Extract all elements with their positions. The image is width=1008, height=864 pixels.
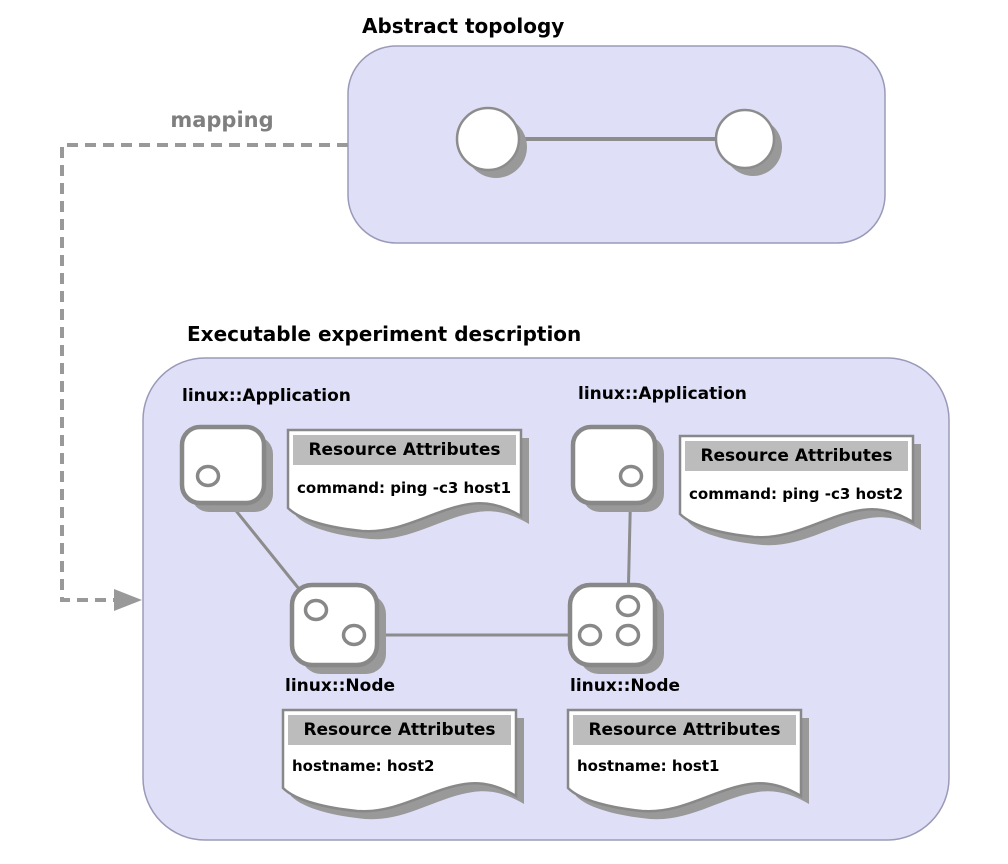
node-shape-2-port-top [615,594,641,618]
abstract-node-left-circle [455,106,521,172]
node-shape-1 [289,582,386,674]
node-shape-1-port-bottom [341,623,367,647]
application-2-type-label: linux::Application [578,384,747,404]
note-application-2-attribute: command: ping -c3 host2 [689,485,904,503]
node-shape-1-body [289,582,380,668]
abstract-topology-title: Abstract topology [362,14,565,38]
application-shape-2-body [570,424,658,506]
note-application-1-attribute: command: ping -c3 host1 [297,479,512,497]
application-shape-1-body [179,424,267,506]
note-node-2-header: Resource Attributes [588,720,781,740]
note-application-2 [678,434,921,546]
abstract-topology-panel [347,45,886,244]
application-1-type-label: linux::Application [182,386,351,406]
note-node-1 [281,708,524,820]
note-node-1-attribute: hostname: host2 [292,757,435,775]
note-application-1 [286,428,529,540]
note-node-2 [566,708,809,820]
application-shape-1 [179,424,273,512]
note-node-1-header: Resource Attributes [303,720,496,740]
note-node-2-header-band [573,715,796,745]
executable-description-title: Executable experiment description [187,322,582,346]
abstract-node-right-circle [714,108,776,170]
note-application-2-header-band [685,441,908,471]
mapping-dashed-line [60,143,348,602]
node-shape-1-port-top [303,598,329,622]
note-application-2-header: Resource Attributes [700,446,893,466]
node-shape-2-port-right [615,623,641,647]
node-1-type-label: linux::Node [285,676,396,696]
application-shape-2-port [618,464,644,488]
mapping-label: mapping [170,108,274,132]
node-2-type-label: linux::Node [570,676,681,696]
mapping-arrowhead-icon [114,589,142,611]
note-node-1-header-band [288,715,511,745]
note-application-1-header: Resource Attributes [308,440,501,460]
note-application-1-header-band [293,435,516,465]
application-shape-2 [570,424,664,512]
node-shape-2-body [567,582,658,668]
node-shape-2 [567,582,664,674]
note-node-2-attribute: hostname: host1 [577,757,720,775]
executable-panel [142,357,950,841]
node-shape-2-port-left [577,623,603,647]
application-shape-1-port [195,464,221,488]
